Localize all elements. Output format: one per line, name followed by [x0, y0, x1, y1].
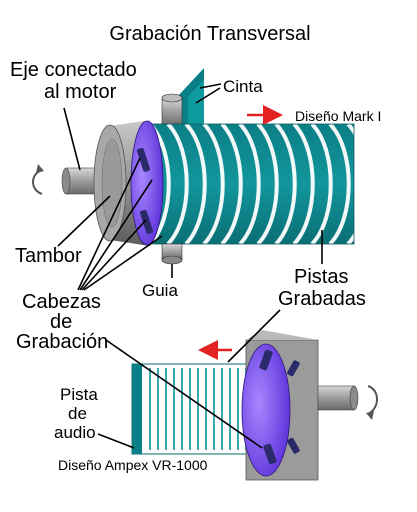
design-bottom-label: Diseño Ampex VR-1000 — [58, 457, 208, 473]
head-wheel-icon — [130, 120, 164, 246]
bottom-pointer-lines — [97, 309, 281, 449]
ampex-tape-icon — [131, 363, 261, 455]
guide-label: Guia — [142, 281, 178, 300]
ampex-drum-icon — [241, 330, 319, 481]
audio-label-line3: audio — [54, 423, 96, 442]
shaft-label-line1: Eje conectado — [10, 59, 137, 81]
ampex-rotation-arrow-icon — [366, 385, 378, 420]
drum-label: Tambor — [15, 245, 82, 267]
top-pointer-lines — [57, 83, 323, 291]
diagram-title: Grabación Transversal — [109, 23, 310, 45]
tracks-label-line2: Grabadas — [278, 288, 366, 310]
guide-post-bottom-icon — [161, 243, 183, 265]
heads-label-line3: Grabación — [16, 331, 108, 353]
heads-label-line1: Cabezas — [22, 291, 101, 313]
heads-label-line2: de — [50, 311, 72, 333]
guide-post-top-icon — [161, 93, 183, 127]
tape-strip-icon — [178, 68, 204, 124]
tracks-label-line1: Pistas — [294, 266, 348, 288]
recorded-tape-icon — [149, 123, 355, 245]
design-top-label: Diseño Mark I — [295, 108, 381, 124]
ampex-shaft-icon — [317, 385, 359, 411]
shaft-label-line2: al motor — [44, 81, 117, 103]
tape-label: Cinta — [223, 77, 263, 96]
audio-label-line2: de — [68, 404, 87, 423]
rotation-arrow-icon — [32, 164, 44, 195]
audio-label-line1: Pista — [60, 385, 98, 404]
